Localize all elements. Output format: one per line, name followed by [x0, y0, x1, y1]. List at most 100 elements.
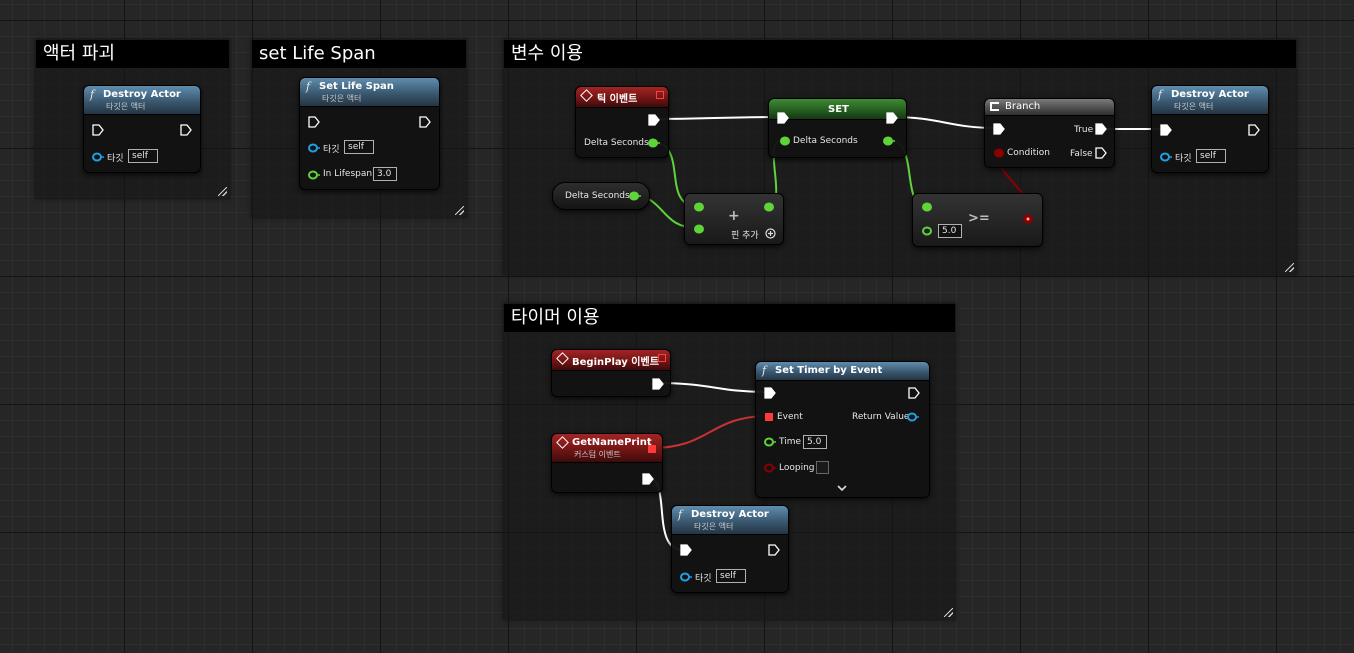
exec-true-pin-icon[interactable] — [1095, 123, 1107, 135]
set-pin-label: Delta Seconds — [793, 136, 858, 146]
node-add[interactable]: + 핀 추가 — [684, 193, 784, 245]
float-in-pin-icon[interactable] — [921, 202, 933, 212]
branch-icon — [990, 102, 999, 111]
delta-seconds-label: Delta Seconds — [584, 138, 649, 148]
exec-out-pin-icon[interactable] — [908, 387, 920, 399]
object-pin-icon[interactable] — [308, 143, 320, 153]
node-set-life-span[interactable]: f Set Life Span 타깃은 액터 타깃 self In Lifesp… — [299, 77, 440, 190]
bool-out-pin-icon[interactable] — [1022, 214, 1034, 224]
object-pin-icon[interactable] — [680, 572, 692, 582]
node-destroy-actor-3[interactable]: f Destroy Actor 타깃은 액터 타깃 self — [671, 505, 789, 593]
compare-value-field[interactable]: 5.0 — [938, 224, 962, 238]
object-pin-icon[interactable] — [92, 152, 104, 162]
float-out-pin-icon[interactable] — [883, 136, 895, 146]
target-field[interactable]: self — [716, 569, 746, 583]
target-field[interactable]: self — [1196, 149, 1226, 163]
float-in-pin-icon[interactable] — [693, 202, 705, 212]
exec-in-pin-icon[interactable] — [680, 544, 692, 556]
target-label: 타깃 — [107, 154, 124, 164]
node-set-timer-by-event[interactable]: f Set Timer by Event Event Return Value … — [755, 361, 930, 498]
float-in-pin-icon[interactable] — [693, 224, 705, 234]
exec-out-pin-icon[interactable] — [768, 544, 780, 556]
false-label: False — [1070, 149, 1093, 159]
exec-false-pin-icon[interactable] — [1095, 147, 1107, 159]
exec-out-pin-icon[interactable] — [652, 378, 664, 390]
node-set[interactable]: SET Delta Seconds — [768, 98, 907, 158]
function-icon: f — [762, 364, 767, 377]
delegate-in-pin-icon[interactable] — [765, 413, 773, 421]
resize-handle-icon[interactable] — [218, 187, 227, 196]
node-subtitle: 커스텀 이벤트 — [574, 450, 621, 459]
comment-title[interactable]: 변수 이용 — [504, 40, 1296, 68]
resize-handle-icon[interactable] — [455, 206, 464, 215]
node-header: Branch — [985, 99, 1114, 116]
operator-symbol: >= — [968, 211, 990, 226]
bool-in-pin-icon[interactable] — [993, 148, 1005, 158]
event-icon — [556, 436, 569, 449]
float-in-pin-icon[interactable] — [779, 136, 791, 146]
time-label: Time — [779, 437, 802, 447]
time-field[interactable]: 5.0 — [803, 435, 827, 449]
node-branch[interactable]: Branch True Condition False — [984, 98, 1115, 168]
node-tick-event[interactable]: 틱 이벤트 Delta Seconds — [575, 86, 669, 158]
node-title: Set Life Span — [319, 81, 394, 92]
bool-pin-icon[interactable] — [764, 463, 776, 473]
add-pin-label[interactable]: 핀 추가 — [731, 231, 759, 241]
comment-title[interactable]: 액터 파괴 — [36, 40, 229, 68]
return-value-label: Return Value — [852, 412, 910, 422]
exec-in-pin-icon[interactable] — [777, 112, 789, 124]
exec-in-pin-icon[interactable] — [1160, 124, 1172, 136]
node-title: Destroy Actor — [103, 89, 181, 100]
node-destroy-actor[interactable]: f Destroy Actor 타깃은 액터 타깃 self — [83, 85, 201, 173]
float-out-pin-icon[interactable] — [648, 138, 660, 148]
node-title: 틱 이벤트 — [597, 94, 638, 105]
target-field[interactable]: self — [344, 140, 374, 154]
node-header: f Destroy Actor 타깃은 액터 — [1152, 86, 1268, 115]
exec-in-pin-icon[interactable] — [92, 124, 104, 136]
node-subtitle: 타깃은 액터 — [694, 522, 734, 531]
exec-in-pin-icon[interactable] — [764, 387, 776, 399]
float-out-pin-icon[interactable] — [763, 202, 775, 212]
exec-out-pin-icon[interactable] — [642, 473, 654, 485]
add-pin-plus-icon[interactable] — [765, 228, 776, 239]
node-header: f Set Life Span 타깃은 액터 — [300, 78, 439, 107]
node-delta-seconds-var[interactable]: Delta Seconds — [552, 182, 650, 210]
float-pin-icon[interactable] — [764, 437, 776, 447]
node-begin-play[interactable]: BeginPlay 이벤트 — [551, 349, 671, 397]
object-out-pin-icon[interactable] — [907, 412, 919, 422]
node-header: SET — [769, 99, 906, 120]
float-in-pin-icon[interactable] — [921, 226, 933, 236]
delegate-out-pin-icon[interactable] — [648, 445, 656, 453]
exec-out-pin-icon[interactable] — [419, 116, 431, 128]
true-label: True — [1074, 125, 1094, 135]
node-compare[interactable]: 5.0 >= — [912, 193, 1043, 247]
node-header: f Set Timer by Event — [756, 362, 929, 381]
float-pin-icon[interactable] — [308, 170, 320, 180]
exec-out-pin-icon[interactable] — [648, 114, 660, 126]
node-title: BeginPlay 이벤트 — [572, 357, 659, 368]
function-icon: f — [306, 80, 311, 93]
comment-title[interactable]: 타이머 이용 — [504, 304, 955, 332]
looping-checkbox[interactable] — [816, 461, 829, 474]
resize-handle-icon[interactable] — [944, 608, 953, 617]
exec-out-pin-icon[interactable] — [886, 112, 898, 124]
node-destroy-actor-2[interactable]: f Destroy Actor 타깃은 액터 타깃 self — [1151, 85, 1269, 173]
float-out-pin-icon[interactable] — [629, 191, 641, 201]
exec-in-pin-icon[interactable] — [308, 116, 320, 128]
lifespan-field[interactable]: 3.0 — [373, 167, 397, 181]
exec-out-pin-icon[interactable] — [180, 124, 192, 136]
exec-out-pin-icon[interactable] — [1248, 124, 1260, 136]
node-get-name-print[interactable]: GetNamePrint 커스텀 이벤트 — [551, 433, 663, 493]
event-label: Event — [777, 412, 803, 422]
object-pin-icon[interactable] — [1160, 152, 1172, 162]
delegate-pin-icon[interactable] — [658, 354, 666, 362]
resize-handle-icon[interactable] — [1285, 263, 1294, 272]
condition-label: Condition — [1007, 148, 1050, 158]
exec-in-pin-icon[interactable] — [993, 123, 1005, 135]
delegate-pin-icon[interactable] — [656, 91, 664, 99]
node-title: SET — [828, 104, 849, 115]
function-icon: f — [678, 508, 683, 521]
comment-title[interactable]: set Life Span — [252, 40, 466, 68]
target-field[interactable]: self — [128, 149, 158, 163]
chevron-down-icon[interactable] — [837, 485, 847, 493]
